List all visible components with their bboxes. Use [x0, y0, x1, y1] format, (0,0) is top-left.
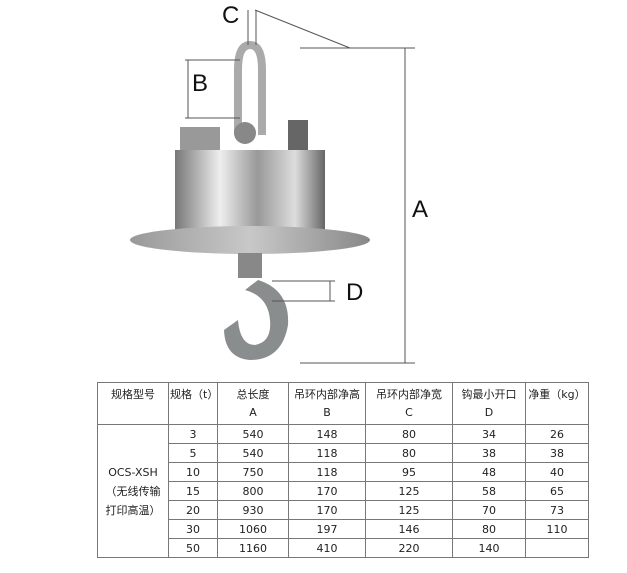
column-header: 规格型号 — [97, 382, 169, 425]
base-plate — [130, 226, 370, 254]
header-line1: 规格型号 — [111, 388, 155, 401]
table-cell: 140 — [452, 538, 526, 558]
hook — [224, 253, 289, 360]
table-cell: 125 — [365, 481, 453, 501]
table-cell: 38 — [452, 443, 526, 463]
header-line2: A — [249, 406, 257, 419]
header-line1: 吊环内部净宽 — [376, 388, 442, 401]
scale-body — [175, 150, 325, 235]
table-cell — [525, 538, 589, 558]
header-line2: C — [405, 406, 413, 419]
table-cell: 58 — [452, 481, 526, 501]
table-cell: 197 — [288, 519, 366, 539]
table-cell: 26 — [525, 424, 589, 444]
header-line1: 总长度 — [236, 388, 270, 401]
column-header: 净重（kg） — [525, 382, 589, 425]
table-cell: 3 — [168, 424, 218, 444]
table-cell: 750 — [217, 462, 289, 482]
table-cell: 146 — [365, 519, 453, 539]
table-cell: 38 — [525, 443, 589, 463]
shackle — [234, 40, 266, 144]
table-cell: 170 — [288, 481, 366, 501]
table-cell: 80 — [452, 519, 526, 539]
header-line2: D — [484, 406, 494, 419]
column-header: 吊环内部净宽 C — [365, 382, 453, 425]
table-cell: 5 — [168, 443, 218, 463]
table-cell: 34 — [452, 424, 526, 444]
table-cell: 80 — [365, 443, 453, 463]
table-cell: 1060 — [217, 519, 289, 539]
dimension-label-c: C — [222, 2, 240, 29]
table-cell: 10 — [168, 462, 218, 482]
table-cell: 1160 — [217, 538, 289, 558]
table-cell: 220 — [365, 538, 453, 558]
dimension-lines — [185, 9, 415, 364]
crane-scale-photo — [130, 9, 415, 364]
table-cell: 20 — [168, 500, 218, 520]
table-cell: 170 — [288, 500, 366, 520]
table-cell: 95 — [365, 462, 453, 482]
table-cell: 50 — [168, 538, 218, 558]
table-cell: 70 — [452, 500, 526, 520]
dimension-label-d: D — [346, 279, 364, 306]
table-cell: 930 — [217, 500, 289, 520]
table-cell: 80 — [365, 424, 453, 444]
column-header: 总长度 A — [217, 382, 289, 425]
header-line2: B — [323, 406, 331, 419]
table-header-row: 规格型号 规格（t） 总长度 A 吊环内部净高 B 吊环内部净宽 C 钩最小开口 D 净重（kg） — [97, 382, 589, 425]
table-cell: 48 — [452, 462, 526, 482]
header-line1: 净重（kg） — [528, 388, 586, 401]
table-cell: 30 — [168, 519, 218, 539]
table-cell: 40 — [525, 462, 589, 482]
table-cell: 410 — [288, 538, 366, 558]
header-line1: 吊环内部净高 — [294, 388, 360, 401]
dimension-label-a: A — [412, 196, 429, 223]
column-header: 吊环内部净高 B — [288, 382, 366, 425]
table-cell: 65 — [525, 481, 589, 501]
column-header: 钩最小开口 D — [452, 382, 526, 425]
model-cell: OCS-XSH （无线传输打印高温） — [97, 424, 169, 558]
antenna — [288, 120, 308, 150]
table-cell: 73 — [525, 500, 589, 520]
table-cell: 118 — [288, 443, 366, 463]
bracket-left — [180, 127, 220, 152]
table-cell: 540 — [217, 424, 289, 444]
table-cell: 800 — [217, 481, 289, 501]
model-name: OCS-XSH — [108, 465, 158, 479]
table-cell: 148 — [288, 424, 366, 444]
column-header: 规格（t） — [168, 382, 219, 425]
table-cell: 125 — [365, 500, 453, 520]
dimension-label-b: B — [192, 70, 209, 97]
model-note: 打印高温） — [105, 503, 161, 517]
header-line1: 钩最小开口 — [461, 388, 517, 401]
table-cell: 110 — [525, 519, 589, 539]
table-cell: 540 — [217, 443, 289, 463]
table-cell: 118 — [288, 462, 366, 482]
header-line1: 规格（t） — [170, 388, 219, 401]
table-cell: 15 — [168, 481, 218, 501]
model-note: （无线传输 — [105, 484, 161, 498]
